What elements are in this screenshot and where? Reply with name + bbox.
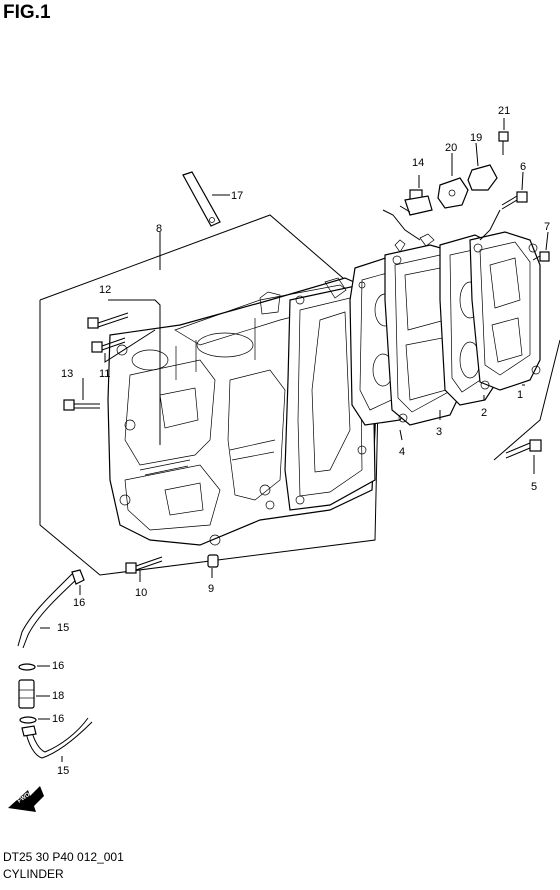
fitting-18 — [18, 679, 35, 709]
hose-15-upper — [17, 573, 79, 649]
callout-11: 11 — [99, 368, 110, 380]
callout-17: 17 — [231, 190, 243, 202]
callout-8: 8 — [156, 223, 162, 235]
callout-1: 1 — [517, 389, 523, 401]
callout-5: 5 — [531, 481, 537, 493]
callout-4: 4 — [399, 446, 405, 458]
bolt-10 — [125, 556, 163, 574]
callout-15-lower: 15 — [57, 765, 69, 777]
bolt-11 — [91, 337, 126, 353]
clamp-16-lower — [19, 716, 37, 724]
callout-19: 19 — [470, 132, 482, 144]
callout-labels: 1 2 3 4 5 6 7 8 9 10 11 12 13 14 15 15 1… — [52, 105, 550, 777]
head-cover-1 — [469, 231, 541, 391]
callout-10: 10 — [135, 587, 147, 599]
callout-21: 21 — [498, 105, 510, 117]
bolt-12 — [87, 312, 129, 329]
cylinder-assembly-frame — [39, 214, 381, 576]
bolt-17 — [182, 171, 221, 227]
bolt-21 — [498, 131, 509, 155]
diagram-code: DT25 30 P40 012_001 — [3, 850, 124, 864]
clamp-16-middle — [18, 663, 36, 671]
callout-16-lower: 16 — [52, 713, 64, 725]
hose-15-lower — [21, 717, 93, 759]
diagram-name: CYLINDER — [3, 867, 64, 881]
pin-9 — [207, 554, 219, 568]
callout-13: 13 — [61, 368, 73, 380]
bolt-7 — [532, 251, 550, 262]
fwd-arrow-icon: FWD — [8, 786, 44, 812]
callout-6: 6 — [520, 161, 526, 173]
callout-3: 3 — [436, 426, 442, 438]
callout-2: 2 — [481, 407, 487, 419]
callout-7: 7 — [544, 221, 550, 233]
callout-12: 12 — [99, 284, 111, 296]
figure-title: FIG.1 — [3, 2, 51, 23]
bolt-5 — [505, 439, 542, 459]
callout-16-middle: 16 — [52, 660, 64, 672]
callout-9: 9 — [208, 583, 214, 595]
cylinder-block — [107, 277, 379, 546]
callout-15-upper: 15 — [57, 622, 69, 634]
thermostat-14 — [399, 189, 433, 216]
thermostat-cover-20 — [437, 177, 469, 209]
callout-16-upper: 16 — [73, 597, 85, 609]
callout-18: 18 — [52, 690, 64, 702]
leader-lines — [36, 118, 560, 762]
bolt-13 — [63, 399, 100, 411]
callout-14: 14 — [412, 157, 424, 169]
bolt-6 — [501, 191, 528, 210]
gasket-19 — [467, 164, 498, 191]
clamp-16-upper — [71, 569, 85, 585]
callout-20: 20 — [445, 142, 457, 154]
